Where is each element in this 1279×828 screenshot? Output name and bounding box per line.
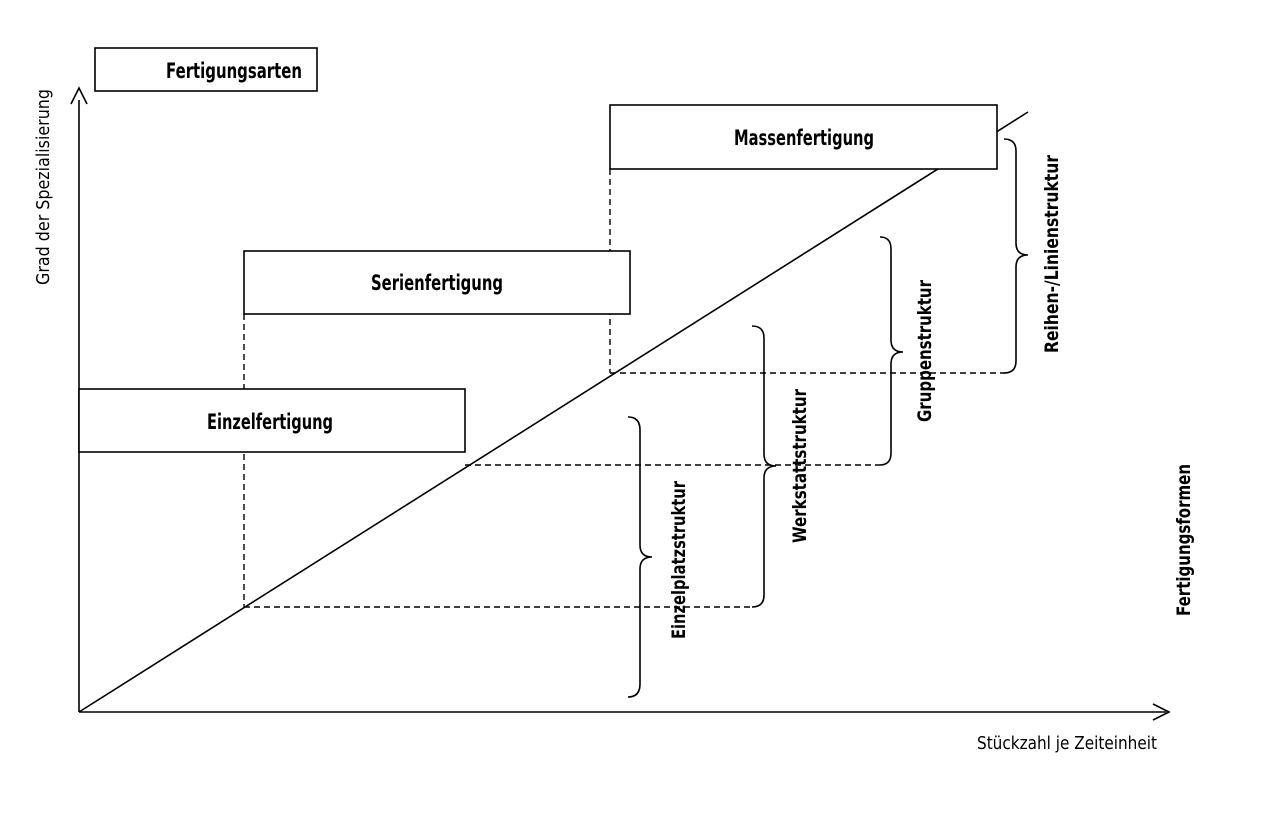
box-einzelfertigung: Einzelfertigung: [78, 388, 466, 453]
label-einzelfertigung: Einzelfertigung: [207, 410, 333, 434]
box-massenfertigung: Massenfertigung: [609, 104, 998, 170]
diagram-title: Fertigungsarten: [166, 59, 302, 83]
label-massenfertigung: Massenfertigung: [734, 126, 874, 150]
brace-reihen: [1003, 138, 1029, 374]
y-axis-label: Grad der Spezialisierung: [33, 89, 54, 285]
title-box: Fertigungsarten: [94, 47, 318, 92]
brace-werkstatt: [751, 325, 777, 608]
y-axis-arrowhead: [70, 86, 88, 105]
label-werkstattstruktur: Werkstattstruktur: [789, 389, 811, 543]
label-gruppenstruktur: Gruppenstruktur: [914, 280, 936, 422]
label-serienfertigung: Serienfertigung: [371, 271, 503, 295]
label-einzelplatzstruktur: Einzelplatzstruktur: [668, 481, 690, 639]
specialization-diagonal: [78, 111, 1029, 713]
x-axis-arrowhead: [1152, 703, 1171, 721]
brace-gruppen: [879, 236, 904, 466]
label-fertigungsformen: Fertigungsformen: [1173, 464, 1195, 616]
x-axis-label: Stückzahl je Zeiteinheit: [977, 733, 1157, 754]
box-serienfertigung: Serienfertigung: [243, 250, 631, 315]
label-reihen-linienstruktur: Reihen-/Linienstruktur: [1041, 154, 1063, 353]
brace-einzelplatz: [627, 416, 653, 698]
